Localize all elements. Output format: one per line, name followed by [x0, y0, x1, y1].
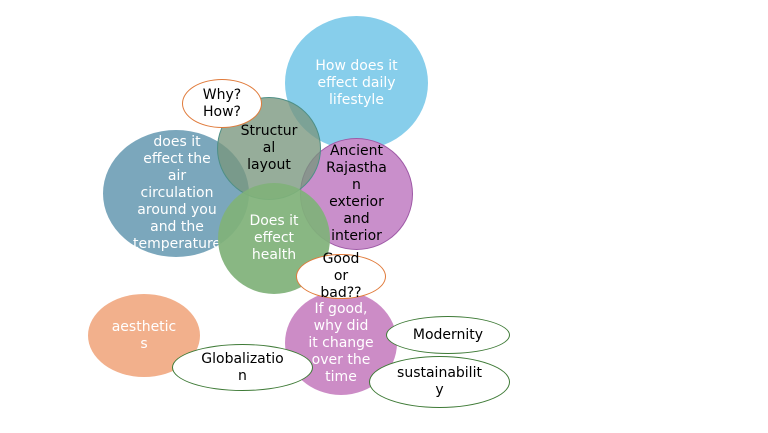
- air-circulation-label: does it effect the air circulation aroun…: [133, 134, 221, 252]
- health-label: Does it effect health: [249, 213, 299, 263]
- globalization-bubble: Globalizatio n: [172, 344, 313, 391]
- globalization-label: Globalizatio n: [201, 350, 284, 384]
- sustainability-label: sustainabilit y: [397, 365, 482, 398]
- sustainability-bubble: sustainabilit y: [369, 356, 510, 408]
- why-how-bubble: Why? How?: [182, 79, 262, 128]
- ancient-rajasthan-label: Ancient Rajastha n exterior and interior: [326, 143, 387, 244]
- daily-lifestyle-label: How does it effect daily lifestyle: [315, 57, 398, 108]
- structural-layout-label: Structur al layout: [240, 123, 298, 173]
- if-good-label: If good, why did it change over the time: [308, 300, 374, 385]
- good-or-bad-label: Good or bad??: [320, 251, 362, 301]
- modernity-label: Modernity: [412, 326, 484, 343]
- modernity-bubble: Modernity: [386, 316, 510, 354]
- aesthetics-label: aesthetic s: [111, 318, 177, 352]
- why-how-label: Why? How?: [202, 86, 242, 120]
- good-or-bad-bubble: Good or bad??: [296, 251, 386, 301]
